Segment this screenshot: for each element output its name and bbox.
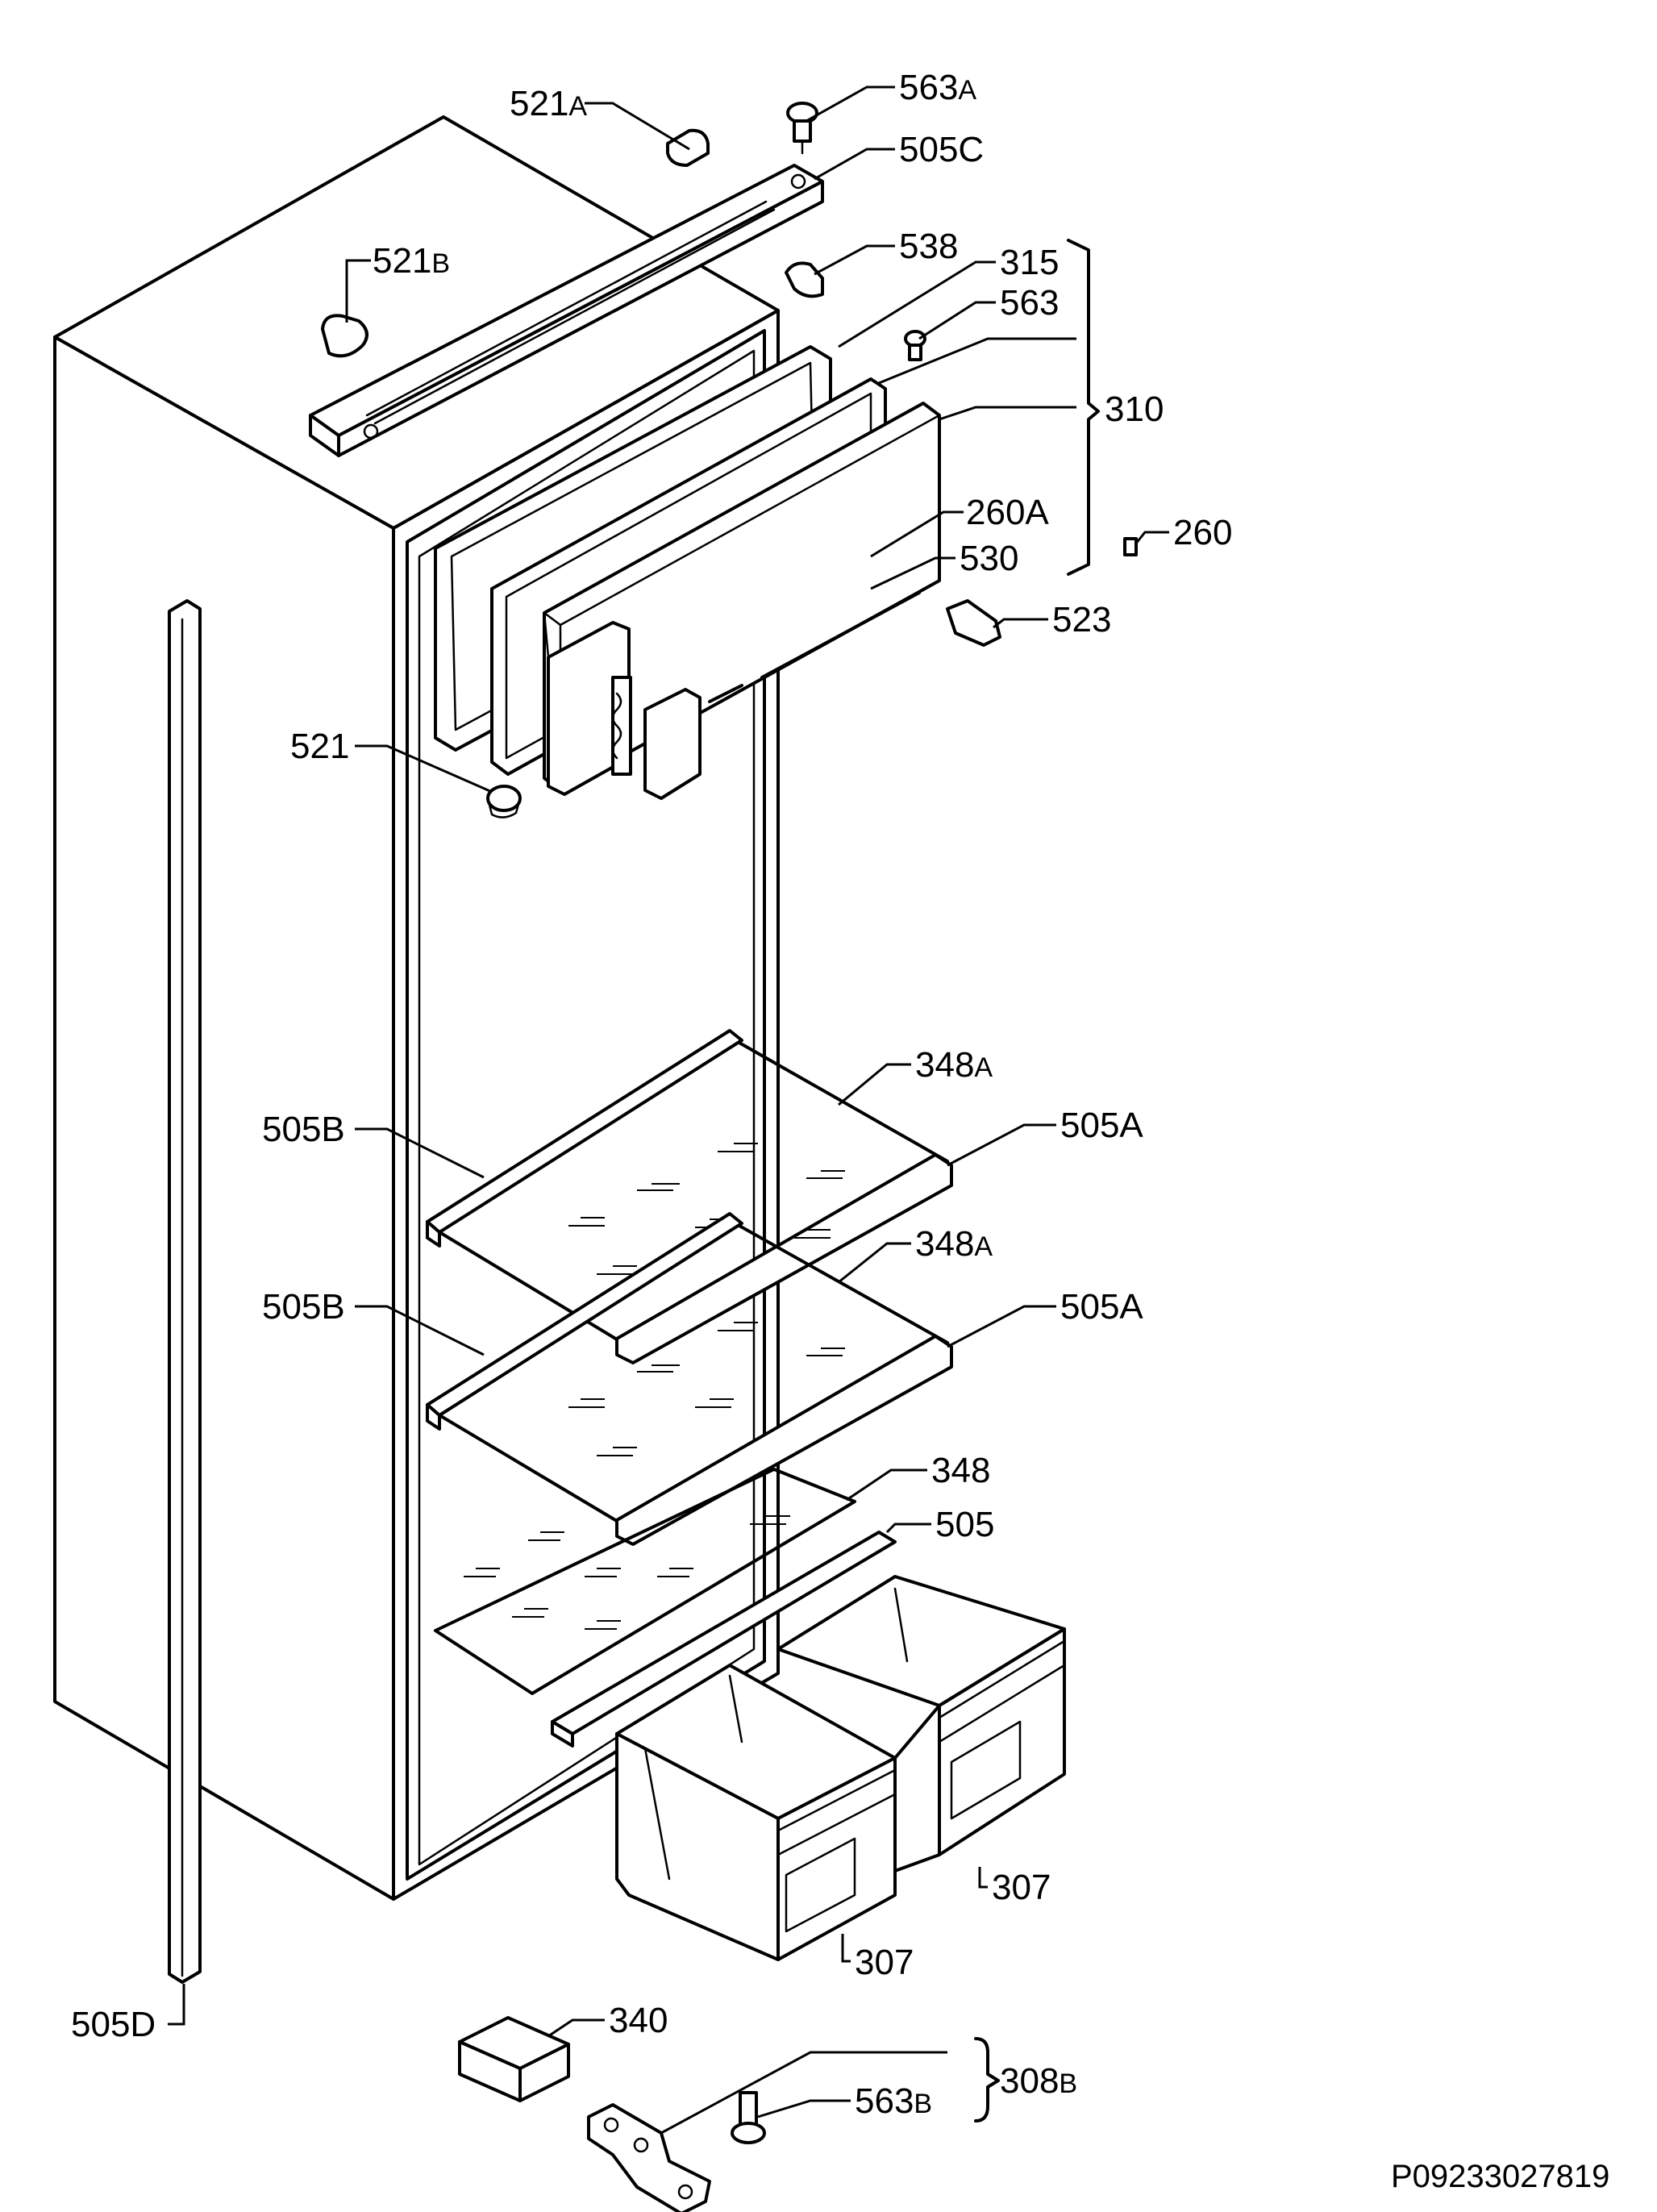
callout-505a-upper: 505A bbox=[1060, 1106, 1143, 1145]
glass-shelf-lower bbox=[434, 1468, 856, 1695]
callout-563: 563 bbox=[1000, 283, 1059, 323]
freezer-door-assembly bbox=[434, 345, 941, 800]
crisper-drawer-right bbox=[776, 1575, 1066, 1872]
callout-505b-middle: 505B bbox=[262, 1287, 345, 1327]
screw-563a bbox=[786, 102, 818, 155]
callout-308b: 308B bbox=[1000, 2061, 1077, 2101]
callout-505a-middle: 505A bbox=[1060, 1287, 1143, 1327]
glass-shelf-middle bbox=[426, 1212, 953, 1546]
glass-shelf-upper bbox=[426, 1029, 953, 1364]
callout-538: 538 bbox=[899, 227, 958, 266]
callout-348a-middle: 348A bbox=[915, 1224, 993, 1264]
bottom-hinge bbox=[587, 2103, 711, 2212]
callout-505: 505 bbox=[935, 1505, 994, 1544]
callout-310: 310 bbox=[1105, 389, 1164, 429]
screw-563b bbox=[731, 2091, 766, 2144]
callout-315: 315 bbox=[1000, 243, 1059, 282]
bracket-308b bbox=[974, 2037, 1000, 2122]
bracket-310 bbox=[1067, 239, 1100, 576]
callout-260a: 260A bbox=[966, 493, 1049, 532]
callout-505c: 505C bbox=[899, 130, 984, 169]
callout-505b-upper: 505B bbox=[262, 1110, 345, 1149]
screw-563 bbox=[904, 330, 926, 361]
callout-563b: 563B bbox=[855, 2081, 932, 2121]
callout-307-left: 307 bbox=[855, 1943, 914, 1982]
callout-521: 521 bbox=[290, 727, 349, 766]
part-340-block bbox=[458, 2016, 570, 2102]
clip-260 bbox=[1123, 537, 1138, 556]
shelf-rail-505 bbox=[551, 1531, 897, 1748]
callout-348a-upper: 348A bbox=[915, 1045, 993, 1085]
callout-348: 348 bbox=[931, 1451, 990, 1490]
part-523 bbox=[946, 599, 1001, 647]
callout-563a: 563A bbox=[899, 68, 976, 107]
leader-lines bbox=[168, 85, 1169, 2135]
top-hinge-bar bbox=[309, 164, 824, 457]
cap-521b bbox=[321, 314, 368, 358]
callout-521b: 521B bbox=[373, 241, 450, 281]
callout-530: 530 bbox=[960, 539, 1018, 578]
callout-505d: 505D bbox=[71, 2005, 156, 2044]
crisper-drawer-left bbox=[615, 1664, 897, 1961]
door-seal-strip bbox=[168, 599, 202, 1984]
callout-523: 523 bbox=[1052, 600, 1111, 639]
callout-340: 340 bbox=[609, 2001, 668, 2040]
drawing-code: P09233027819 bbox=[1391, 2159, 1609, 2194]
callout-521a: 521A bbox=[510, 84, 587, 123]
callout-307-right: 307 bbox=[992, 1868, 1051, 1907]
callout-labels: 521A 563A 505C 521B 538 315 563 310 260A… bbox=[71, 68, 1232, 2121]
callout-260: 260 bbox=[1173, 513, 1232, 552]
cap-521 bbox=[486, 785, 522, 819]
hinge-part-538 bbox=[785, 261, 824, 298]
